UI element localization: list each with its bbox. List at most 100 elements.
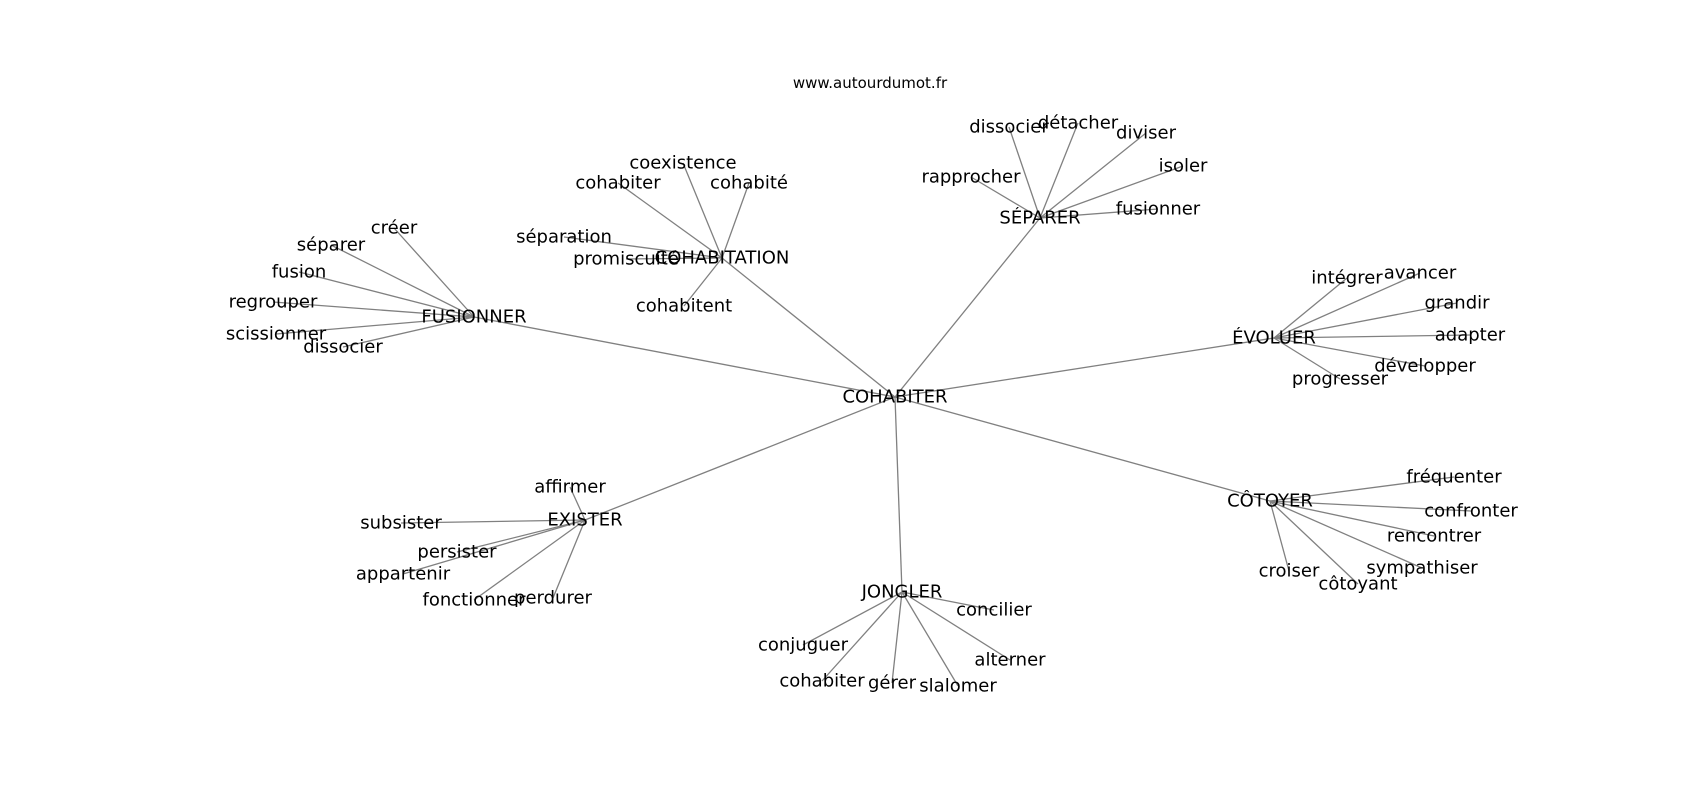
edge-cohabitation-coexistence (682, 162, 723, 259)
edge-cohabitation-cohabiter_c (617, 182, 723, 259)
node-detacher[interactable]: détacher (1038, 113, 1119, 134)
node-subsister[interactable]: subsister (360, 513, 442, 534)
source-label: www.autourdumot.fr (793, 74, 948, 92)
node-persister[interactable]: persister (417, 542, 497, 563)
edge-exister-perdurer (552, 519, 586, 599)
edge-fusionner-separer_f (330, 244, 475, 318)
edge-exister-persister (456, 519, 586, 553)
node-frequenter[interactable]: fréquenter (1406, 467, 1502, 488)
node-separer_f[interactable]: séparer (297, 235, 366, 256)
edge-layer (272, 122, 1472, 687)
node-cohabitent[interactable]: cohabitent (636, 296, 732, 317)
node-fonctionner[interactable]: fonctionner (422, 590, 526, 611)
node-progresser[interactable]: progresser (1292, 369, 1389, 390)
node-dissocier_f[interactable]: dissocier (303, 337, 383, 358)
node-fusion[interactable]: fusion (272, 262, 327, 283)
edge-separer-rapprocher (970, 176, 1041, 219)
edge-cohabiter_center-fusionner (473, 316, 896, 398)
node-diviser[interactable]: diviser (1116, 123, 1177, 144)
edge-cohabiter_center-cotoyer (894, 396, 1271, 502)
edge-evoluer-developper (1273, 337, 1426, 367)
node-cohabiter_c[interactable]: cohabiter (575, 173, 661, 194)
edge-cotoyer-cotoyant (1269, 500, 1359, 585)
edge-exister-subsister (400, 519, 586, 524)
edge-jongler-alterner (901, 591, 1011, 661)
edge-evoluer-adapter (1273, 334, 1471, 339)
edge-fusionner-creer (393, 227, 475, 318)
node-jongler[interactable]: JONGLER (861, 582, 943, 603)
edge-cohabiter_center-evoluer (894, 337, 1275, 398)
edge-cohabiter_center-exister (584, 396, 896, 521)
edge-separer-diviser (1039, 132, 1147, 219)
edge-evoluer-progresser (1273, 337, 1341, 380)
node-concilier[interactable]: concilier (956, 600, 1032, 621)
node-integrer[interactable]: intégrer (1311, 268, 1383, 289)
node-cohabite[interactable]: cohabité (710, 173, 788, 194)
node-croiser[interactable]: croiser (1259, 561, 1320, 582)
edge-jongler-concilier (901, 591, 995, 611)
node-coexistence[interactable]: coexistence (629, 153, 736, 174)
edge-cotoyer-sympathiser (1269, 500, 1423, 569)
node-confronter[interactable]: confronter (1424, 501, 1518, 522)
node-sympathiser[interactable]: sympathiser (1366, 558, 1478, 579)
edge-cotoyer-confronter (1269, 500, 1472, 512)
node-grandir[interactable]: grandir (1424, 293, 1490, 314)
node-rencontrer[interactable]: rencontrer (1387, 526, 1482, 547)
edge-separer-fusionner_s (1039, 208, 1159, 219)
node-avancer[interactable]: avancer (1384, 263, 1457, 284)
node-cotoyant[interactable]: côtoyant (1318, 574, 1397, 595)
edge-cohabitation-cohabite (721, 182, 750, 259)
node-appartenir[interactable]: appartenir (356, 564, 451, 585)
edge-cotoyer-frequenter (1269, 476, 1455, 502)
node-adapter[interactable]: adapter (1435, 325, 1506, 346)
node-slalomer[interactable]: slalomer (919, 676, 997, 697)
node-gerer[interactable]: gérer (868, 673, 917, 694)
edge-exister-appartenir (402, 519, 586, 575)
node-isoler[interactable]: isoler (1159, 156, 1208, 177)
edge-jongler-cohabiter_j (821, 591, 903, 682)
node-separation[interactable]: séparation (516, 227, 612, 248)
edge-cohabiter_center-separer (894, 217, 1041, 398)
node-affirmer[interactable]: affirmer (534, 477, 606, 498)
label-layer: COHABITER COHABITATION SÉPARER FUSIONNER ÉVO… (226, 113, 1519, 697)
edge-evoluer-avancer (1273, 272, 1421, 339)
edge-jongler-conjuguer (802, 591, 903, 646)
edge-separer-dissocier_s (1008, 126, 1041, 219)
node-dissocier_s[interactable]: dissocier (969, 117, 1049, 138)
node-alterner[interactable]: alterner (974, 650, 1046, 671)
edge-jongler-gerer (891, 591, 903, 684)
node-cotoyer[interactable]: CÔTOYER (1227, 490, 1313, 512)
node-cohabiter_center[interactable]: COHABITER (842, 387, 947, 408)
edge-cotoyer-rencontrer (1269, 500, 1435, 537)
node-creer[interactable]: créer (371, 218, 418, 239)
node-regrouper[interactable]: regrouper (229, 292, 318, 313)
node-fusionner_s[interactable]: fusionner (1116, 199, 1201, 220)
node-cohabiter_j[interactable]: cohabiter (779, 671, 865, 692)
node-developper[interactable]: développer (1374, 356, 1476, 377)
edge-fusionner-scissionner (275, 316, 475, 335)
node-perdurer[interactable]: perdurer (514, 588, 592, 609)
edge-fusionner-fusion (298, 271, 475, 318)
node-rapprocher[interactable]: rapprocher (921, 167, 1021, 188)
node-conjuguer[interactable]: conjuguer (758, 635, 849, 656)
edge-evoluer-integrer (1273, 277, 1348, 339)
edge-cohabitation-separation (563, 236, 723, 259)
node-cohabitation[interactable]: COHABITATION (655, 248, 790, 269)
node-scissionner[interactable]: scissionner (226, 324, 327, 345)
edge-fusionner-regrouper (272, 301, 475, 318)
edge-cohabitation-promiscuite (625, 257, 723, 260)
node-separer[interactable]: SÉPARER (999, 207, 1080, 229)
edge-cohabitation-cohabitent (683, 257, 723, 307)
edge-cotoyer-croiser (1269, 500, 1290, 572)
node-promiscuite[interactable]: promiscuité (573, 249, 679, 270)
edge-fusionner-dissocier_f (342, 316, 475, 348)
edge-evoluer-grandir (1273, 302, 1458, 339)
edge-cohabiter_center-cohabitation (721, 257, 896, 398)
node-fusionner[interactable]: FUSIONNER (421, 307, 526, 328)
edge-exister-fonctionner (473, 519, 586, 601)
edge-cohabiter_center-jongler (894, 396, 903, 593)
node-exister[interactable]: EXISTER (547, 510, 622, 531)
edge-separer-detacher (1039, 122, 1079, 219)
node-evoluer[interactable]: ÉVOLUER (1232, 327, 1316, 349)
